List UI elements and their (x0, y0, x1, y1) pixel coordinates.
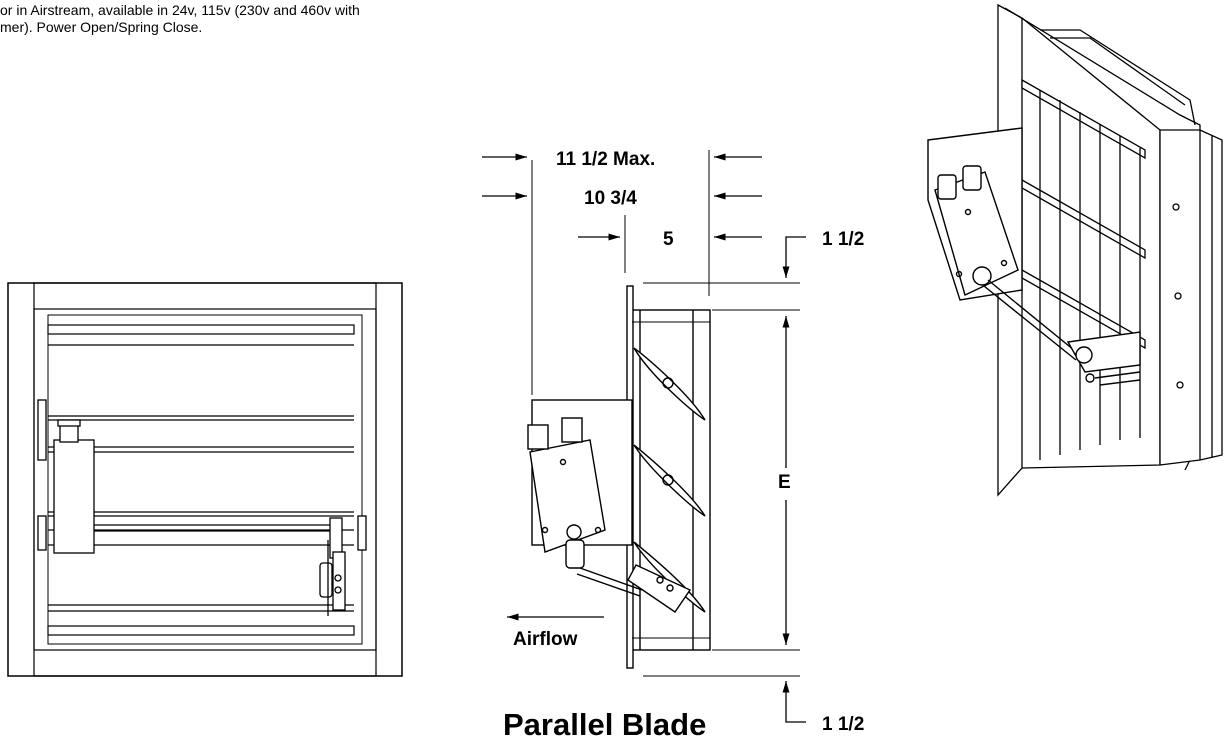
iso-actuator (927, 127, 1141, 386)
dim-overall-max: 11 1/2 Max. (556, 149, 655, 170)
front-view (7, 282, 403, 677)
description-line-1: or in Airstream, available in 24v, 115v … (0, 2, 360, 18)
description-text: or in Airstream, available in 24v, 115v … (0, 2, 560, 36)
dim-overall: 10 3/4 (584, 188, 637, 209)
dimension-lines (482, 153, 806, 723)
iso-blades (1021, 78, 1146, 460)
front-actuator (37, 399, 367, 616)
dim-top-flange: 1 1/2 (822, 229, 864, 250)
dim-inner: 5 (663, 229, 674, 250)
description-line-2: mer). Power Open/Spring Close. (0, 19, 203, 35)
side-view (527, 150, 800, 677)
caption-title: Parallel Blade (503, 707, 706, 741)
airflow-label: Airflow (513, 629, 578, 650)
front-blades (47, 324, 355, 636)
dim-bottom-flange: 1 1/2 (822, 714, 864, 735)
side-actuator (527, 399, 692, 613)
isometric-view (927, 3, 1223, 497)
dim-height: E (778, 472, 791, 493)
